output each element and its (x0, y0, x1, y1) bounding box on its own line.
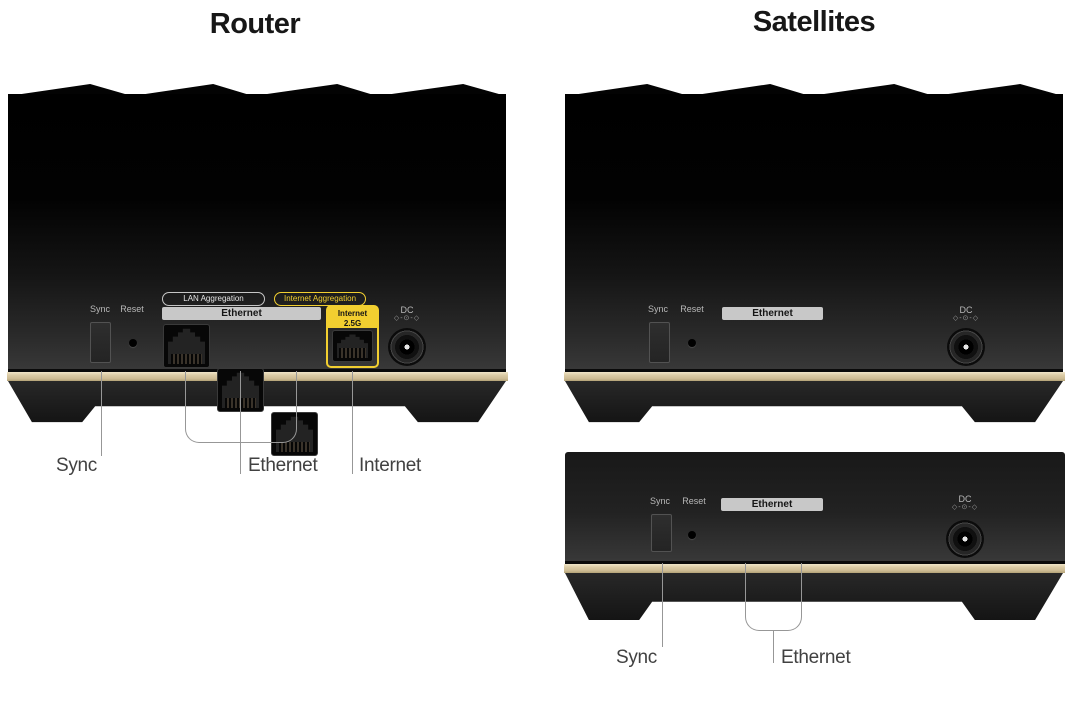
satellite2-reset-button (688, 531, 696, 539)
satellite1-ethernet-ports-label: Ethernet (722, 307, 823, 320)
satellite1-reset-button (688, 339, 696, 347)
satellite1-reset-label: Reset (680, 304, 704, 314)
internet-aggregation-badge: Internet Aggregation (274, 292, 366, 306)
router-sync-label: Sync (89, 304, 110, 314)
satellite2-accent-strip (564, 564, 1065, 573)
callout-label-ethernet-satellite: Ethernet (781, 647, 851, 668)
satellite2-dc-label: DC (958, 494, 972, 504)
callout-bracket-ethernet (185, 371, 297, 443)
internet-port-label-line2: 2.5G (343, 319, 362, 328)
router-title: Router (209, 8, 301, 40)
satellite2-dc-power-jack (946, 520, 984, 558)
satellites-title: Satellites (752, 6, 876, 38)
callout-label-internet: Internet (359, 455, 422, 476)
callout-line-ethernet-satellite (773, 630, 774, 663)
rj45-pins (279, 442, 310, 452)
internet-port-label-line1: Internet (337, 309, 368, 318)
router-reset-label: Reset (120, 304, 144, 314)
satellite2-sync-label: Sync (649, 496, 670, 506)
callout-line-internet (352, 371, 353, 474)
dc-polarity-icon: ◇-⊙-◇ (951, 504, 979, 511)
router-body (8, 94, 506, 372)
lan-aggregation-badge: LAN Aggregation (162, 292, 265, 306)
satellite1-sync-label: Sync (647, 304, 668, 314)
callout-bracket-ethernet-satellite (745, 563, 802, 631)
rj45-pins (171, 354, 202, 364)
satellite1-body (565, 94, 1063, 372)
satellite2-ethernet-ports-label: Ethernet (721, 498, 823, 511)
callout-label-ethernet: Ethernet (248, 455, 318, 476)
callout-label-sync: Sync (55, 455, 97, 476)
router-dc-power-jack (388, 328, 426, 366)
satellite1-accent-strip (564, 372, 1065, 381)
dc-polarity-icon: ◇-⊙-◇ (393, 315, 421, 322)
satellite1-sync-button (649, 322, 670, 363)
satellite2-base (565, 573, 1063, 621)
router-ethernet-port-1 (163, 324, 210, 368)
callout-line-ethernet (240, 371, 241, 474)
internet-port-label: Internet 2.5G (328, 307, 377, 328)
satellite2-reset-label: Reset (682, 496, 706, 506)
router-sync-button (90, 322, 111, 363)
router-dc-label: DC (400, 305, 414, 315)
dc-polarity-icon: ◇-⊙-◇ (952, 315, 980, 322)
router-internet-port (332, 330, 373, 362)
satellite1-dc-power-jack (947, 328, 985, 366)
router-internet-port-group: Internet 2.5G (326, 305, 379, 368)
callout-line-sync-satellite (662, 563, 663, 647)
callout-line-sync (101, 371, 102, 456)
satellite2-sync-button (651, 514, 672, 552)
router-ethernet-ports-label: Ethernet (162, 307, 321, 320)
satellite1-base (565, 381, 1063, 423)
callout-label-sync-satellite: Sync (615, 647, 657, 668)
satellite1-dc-label: DC (959, 305, 973, 315)
router-reset-button (129, 339, 137, 347)
rj45-pins (339, 348, 366, 358)
